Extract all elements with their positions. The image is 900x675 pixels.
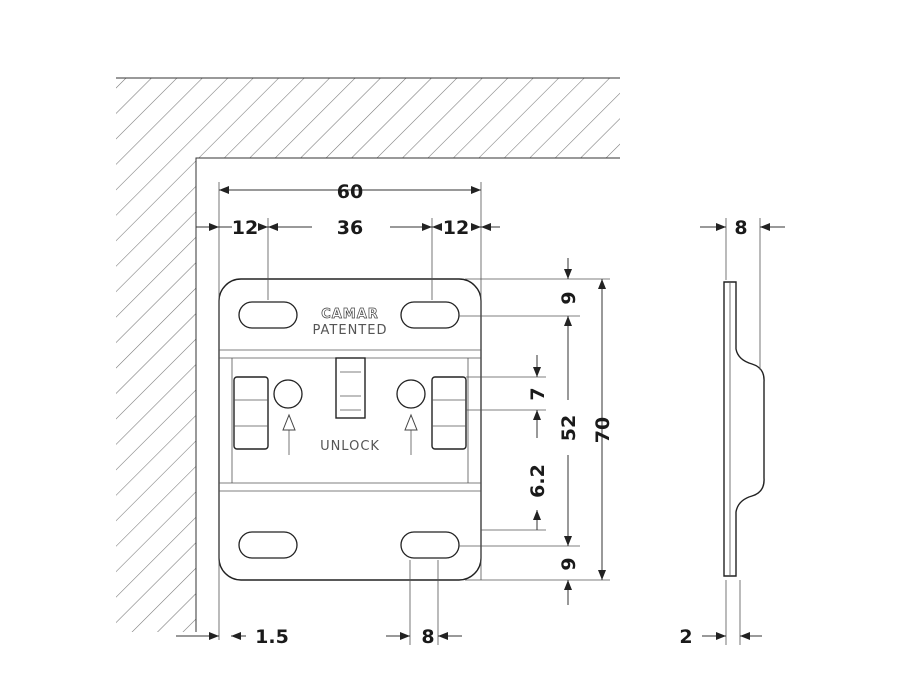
dim-plate-thickness: 2: [679, 626, 692, 648]
bottom-left-slot: [238, 531, 298, 559]
dim-right-margin: 12: [443, 217, 469, 239]
left-unlock-arrow-icon: [282, 413, 296, 455]
brand-logo: CAMAR: [321, 307, 379, 322]
dim-inner-height: 52: [558, 415, 580, 441]
dim-overall-width: 60: [337, 181, 363, 203]
dim-bottom-slot-offset: 9: [558, 557, 580, 570]
dimension-values: 60 12 36 12 8 9 7 52 70 6.2 9 1.5 8 2: [232, 181, 748, 648]
patented-label: PATENTED: [313, 323, 388, 338]
wall-section: [116, 77, 620, 632]
dim-lower-offset: 6.2: [527, 464, 549, 498]
dim-tab-height: 7: [527, 387, 549, 400]
right-round-hole: [396, 379, 426, 409]
dimension-lines: [176, 182, 785, 645]
dim-side-thickness: 8: [734, 217, 747, 239]
dim-wall-offset: 1.5: [255, 626, 289, 648]
bracket-side-view: [723, 281, 765, 577]
unlock-label: UNLOCK: [320, 439, 380, 454]
top-left-slot: [238, 301, 298, 329]
bottom-right-slot: [400, 531, 460, 559]
top-right-slot: [400, 301, 460, 329]
bracket-front-view: CAMAR PATENTED UNLOCK: [218, 278, 482, 581]
center-tab: [335, 357, 366, 419]
left-latch: [233, 376, 269, 450]
dim-overall-height: 70: [592, 417, 614, 443]
right-unlock-arrow-icon: [404, 413, 418, 455]
dim-top-slot-offset: 9: [558, 291, 580, 304]
dim-left-margin: 12: [232, 217, 258, 239]
right-latch: [431, 376, 467, 450]
dim-center-span: 36: [337, 217, 363, 239]
left-round-hole: [273, 379, 303, 409]
dim-slot-width: 8: [421, 626, 434, 648]
